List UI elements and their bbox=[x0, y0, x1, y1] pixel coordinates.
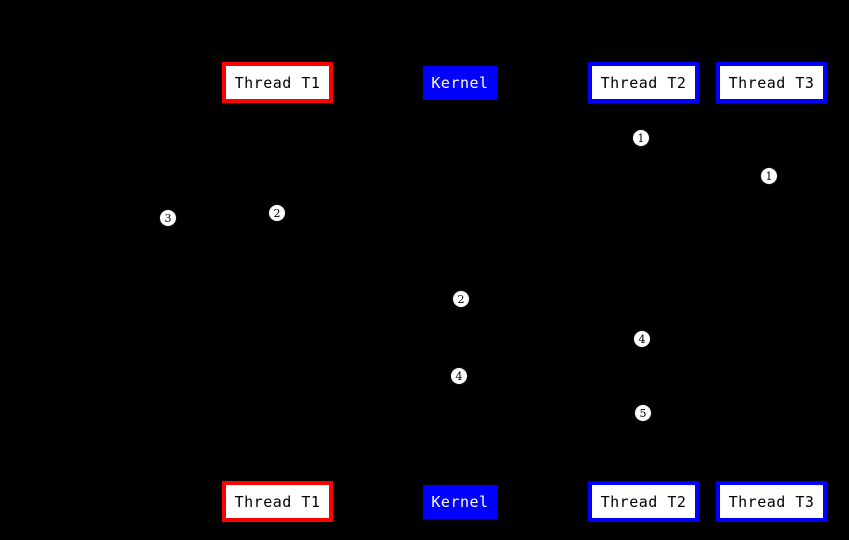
participant-label: Thread T1 bbox=[234, 492, 321, 511]
lifeline-t2 bbox=[643, 103, 644, 481]
step-marker-2: 2 bbox=[268, 204, 286, 222]
step-marker-label: 4 bbox=[455, 369, 463, 383]
step-marker-label: 1 bbox=[637, 131, 645, 145]
participant-label: Thread T1 bbox=[234, 73, 321, 92]
step-marker-label: 4 bbox=[638, 332, 646, 346]
lifeline-t3 bbox=[771, 103, 772, 481]
participant-kernel-top[interactable]: Kernel bbox=[423, 66, 497, 100]
participant-t3-top[interactable]: Thread T3 bbox=[716, 62, 827, 103]
participant-label: Kernel bbox=[431, 74, 489, 92]
message-arrow-m3 bbox=[277, 282, 461, 288]
step-marker-5: 5 bbox=[634, 404, 652, 422]
participant-label: Thread T2 bbox=[600, 492, 687, 511]
message-arrow-m6 bbox=[460, 397, 644, 403]
participant-t3-bottom[interactable]: Thread T3 bbox=[716, 481, 827, 522]
message-arrow-m4 bbox=[460, 322, 644, 328]
message-arrow-m1 bbox=[643, 145, 772, 151]
message-arrow-m5 bbox=[459, 359, 643, 365]
participant-label: Thread T2 bbox=[600, 73, 687, 92]
participant-t2-top[interactable]: Thread T2 bbox=[588, 62, 699, 103]
step-marker-label: 5 bbox=[639, 406, 647, 420]
participant-t2-bottom[interactable]: Thread T2 bbox=[588, 481, 699, 522]
step-marker-label: 2 bbox=[273, 206, 281, 220]
participant-label: Thread T3 bbox=[728, 73, 815, 92]
step-marker-1: 1 bbox=[632, 129, 650, 147]
step-marker-label: 2 bbox=[457, 292, 465, 306]
step-marker-4: 4 bbox=[450, 367, 468, 385]
step-marker-label: 3 bbox=[164, 211, 172, 225]
participant-label: Kernel bbox=[431, 493, 489, 511]
participant-label: Thread T3 bbox=[728, 492, 815, 511]
participant-t1-bottom[interactable]: Thread T1 bbox=[222, 481, 333, 522]
step-marker-1: 1 bbox=[760, 167, 778, 185]
lifeline-t1 bbox=[277, 103, 278, 481]
participant-t1-top[interactable]: Thread T1 bbox=[222, 62, 333, 103]
step-marker-3: 3 bbox=[159, 209, 177, 227]
participant-kernel-bottom[interactable]: Kernel bbox=[423, 485, 497, 519]
step-marker-4: 4 bbox=[633, 330, 651, 348]
step-marker-2: 2 bbox=[452, 290, 470, 308]
step-marker-label: 1 bbox=[765, 169, 773, 183]
message-arrow-m2 bbox=[276, 197, 771, 203]
